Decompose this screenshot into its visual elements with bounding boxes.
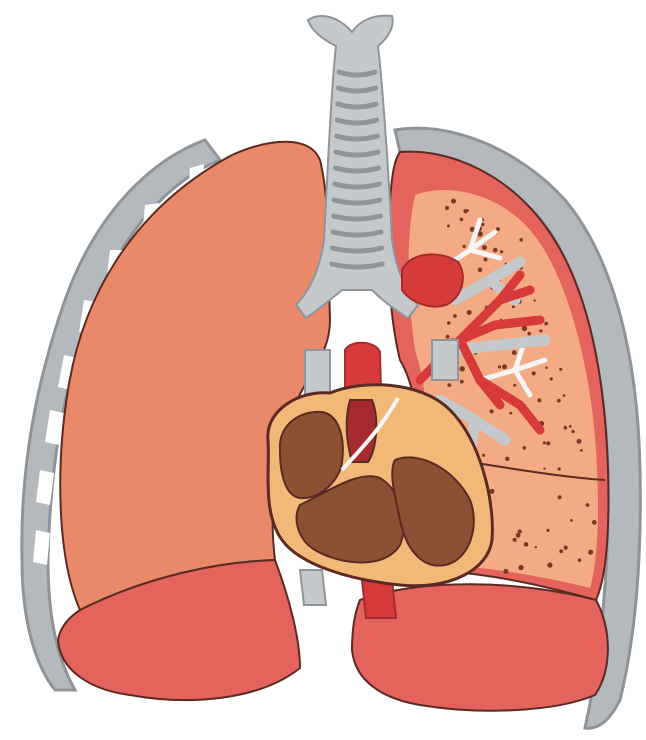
alveolus-dot [535,546,537,548]
alveolus-dot [559,549,563,553]
alveolus-dot [523,446,527,450]
alveolus-dot [451,199,456,204]
alveolus-dot [447,225,450,228]
alveolus-dot [460,380,464,384]
alveolus-dot [539,329,542,332]
alveolus-dot [588,550,593,555]
alveolus-dot [478,268,483,273]
alveolus-dot [527,332,531,336]
alveolus-dot [558,495,562,499]
alveolus-dot [563,394,566,397]
alveolus-dot [463,245,466,248]
alveolus-dot [550,377,553,380]
alveolus-dot [467,310,472,315]
alveolus-dot [580,449,583,452]
alveolus-dot [564,426,568,430]
alveolus-dot [543,468,545,470]
alveolus-dot [502,364,507,369]
alveolus-dot [546,529,549,532]
alveolus-dot [592,520,597,525]
alveolus-dot [519,238,523,242]
alveolus-dot [546,441,550,445]
alveolus-dot [500,250,503,253]
alveolus-dot [545,366,548,369]
alveolus-dot [543,441,546,444]
alveolus-dot [513,384,516,387]
alveolus-dot [547,563,552,568]
descending-aorta [362,580,396,618]
alveolus-dot [503,569,508,574]
alveolus-dot [445,206,449,210]
alveolus-dot [482,454,485,457]
alveolus-dot [524,542,529,547]
pulmonary-artery [402,254,463,306]
alveolus-dot [577,439,582,444]
alveolus-dot [522,326,527,331]
alveolus-dot [557,399,561,403]
alveolus-dot [512,350,517,355]
alveolus-dot [534,299,536,301]
alveolus-dot [460,366,465,371]
alveolus-dot [586,503,590,507]
alveolus-dot [569,425,572,428]
inferior-vena-cava [300,570,326,605]
alveolus-dot [513,538,517,542]
alveolus-dot [446,335,450,339]
alveolus-dot [453,314,457,318]
alveolus-dot [532,371,536,375]
alveolus-dot [544,322,548,326]
alveolus-dot [537,398,541,402]
alveolus-dot [518,565,523,570]
alveolus-dot [558,467,561,470]
alveolus-dot [571,430,574,433]
alveolus-dot [447,383,451,387]
alveolus-dot [564,546,568,550]
alveolus-dot [509,412,512,415]
alveolus-dot [493,248,498,253]
alveolus-dot [516,533,521,538]
alveolus-dot [512,305,515,308]
alveolus-dot [490,409,494,413]
alveolus-dot [447,321,451,325]
pulmonary-vein-grey [432,340,458,380]
alveolus-dot [460,218,464,222]
alveolus-dot [505,457,509,461]
alveolus-dot [466,209,469,212]
heart-septum-dark [347,400,377,462]
alveolus-dot [484,258,488,262]
alveolus-dot [559,368,562,371]
alveolus-dot [482,245,487,250]
alveolus-dot [578,558,582,562]
alveolus-dot [570,519,573,522]
alveolus-dot [498,365,501,368]
